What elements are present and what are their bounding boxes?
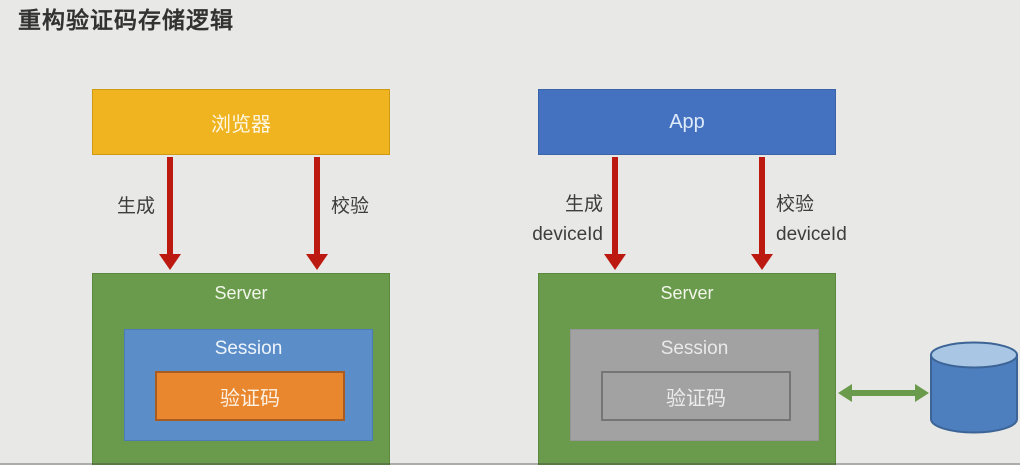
arrow-head — [751, 254, 773, 270]
session-label: Session — [214, 338, 283, 359]
arrow-bar — [849, 390, 918, 396]
browser-verify-label: 校验 — [331, 196, 370, 217]
app-generate-label: 生成 deviceId — [493, 190, 603, 250]
app-verify-label-line1: 校验 — [776, 194, 815, 215]
arrow-head — [604, 254, 626, 270]
database-body — [930, 354, 1018, 434]
app-server-box: Server Session 验证码 — [538, 273, 836, 465]
session-box-active: Session 验证码 — [124, 329, 373, 441]
app-generate-label-line1: 生成 — [564, 194, 603, 215]
session-box-inactive: Session 验证码 — [570, 329, 819, 441]
page-title: 重构验证码存储逻辑 — [18, 7, 234, 33]
browser-box-label: 浏览器 — [211, 113, 271, 136]
arrow-shaft — [759, 157, 765, 256]
app-generate-arrow-icon — [604, 157, 626, 271]
database-top — [930, 341, 1018, 369]
app-verify-label-line2: deviceId — [776, 224, 847, 245]
arrow-shaft — [314, 157, 320, 256]
app-verify-label: 校验 deviceId — [776, 190, 886, 250]
browser-box: 浏览器 — [92, 89, 390, 155]
arrow-shaft — [167, 157, 173, 256]
browser-generate-arrow-icon — [159, 157, 181, 271]
server-db-double-arrow-icon — [838, 384, 929, 402]
arrow-head-right — [915, 384, 929, 402]
app-generate-label-line2: deviceId — [532, 224, 603, 245]
session-label: Session — [660, 338, 729, 359]
arrow-shaft — [612, 157, 618, 256]
app-box: App — [538, 89, 836, 155]
captcha-box-active: 验证码 — [155, 371, 345, 421]
captcha-label: 验证码 — [666, 387, 726, 410]
app-verify-arrow-icon — [751, 157, 773, 271]
browser-verify-arrow-icon — [306, 157, 328, 271]
arrow-head-left — [838, 384, 852, 402]
server-label: Server — [214, 283, 268, 303]
frame-bottom-edge — [0, 463, 1020, 465]
browser-generate-label: 生成 — [117, 196, 156, 217]
browser-server-box: Server Session 验证码 — [92, 273, 390, 465]
arrow-head — [159, 254, 181, 270]
app-box-label: App — [669, 110, 705, 133]
arrow-head — [306, 254, 328, 270]
captcha-box-inactive: 验证码 — [601, 371, 791, 421]
server-label: Server — [660, 283, 714, 303]
database-icon — [930, 341, 1018, 434]
captcha-label: 验证码 — [220, 387, 280, 410]
